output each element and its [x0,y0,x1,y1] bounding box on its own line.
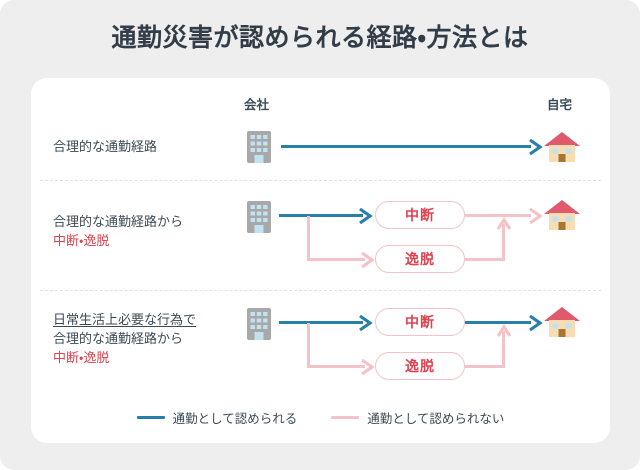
route-line-approved [465,321,531,324]
route-line-approved [279,214,363,217]
arrowhead-up-not-approved [495,216,513,237]
page-title: 通勤災害が認められる経路・方法とは [111,24,529,52]
row-interruption-deviation: 合理的な通勤経路から 中断・逸脱 [31,190,610,290]
merge-line-not-approved [502,224,505,261]
caption-line-underlined: 日常生活上必要な行為で [53,312,197,327]
arrowhead-right-approved [357,206,373,231]
branch-line-not-approved [307,258,365,261]
branch-line-not-approved [307,365,365,368]
house-icon [543,198,581,232]
row-caption: 合理的な通勤経路 [53,137,157,156]
caption-line-accent: 中断・逸脱 [53,233,110,248]
office-building-icon [246,130,272,164]
row-separator [40,180,601,181]
legend-label: 通勤として認められる [172,412,298,426]
node-box-interruption[interactable]: 中断 [375,308,465,336]
legend-item-approved: 通勤として認められる [136,408,298,427]
merge-line-not-approved [465,258,505,261]
arrowhead-right-approved [357,313,373,338]
house-icon [543,305,581,339]
arrowhead-right-approved [527,137,543,162]
route-line-approved [281,145,531,148]
row-caption: 合理的な通勤経路から 中断・逸脱 [53,212,183,250]
arrowhead-right-not-approved [527,206,543,231]
legend-swatch-not-approved [331,416,360,419]
caption-line: 合理的な通勤経路 [53,139,158,154]
arrowhead-up-not-approved [495,323,513,344]
route-line-approved [279,321,363,324]
caption-line: 合理的な通勤経路から [53,214,184,229]
arrowhead-right-approved [527,313,543,338]
column-label-company: 会社 [244,98,270,112]
caption-line: 合理的な通勤経路から [53,331,184,346]
row-reasonable-route: 合理的な通勤経路 [31,112,610,180]
arrowhead-right-not-approved [359,357,375,382]
column-label-home: 自宅 [547,98,573,112]
house-icon [543,130,581,164]
node-box-deviation[interactable]: 逸脱 [375,245,465,273]
branch-line-not-approved [307,216,310,261]
caption-line-accent: 中断・逸脱 [53,350,110,365]
legend: 通勤として認められる 通勤として認められない [31,408,610,427]
arrowhead-right-not-approved [359,250,375,275]
merge-line-not-approved [502,331,505,368]
legend-swatch-approved [136,416,165,419]
node-box-deviation[interactable]: 逸脱 [375,352,465,380]
row-caption: 日常生活上必要な行為で 合理的な通勤経路から 中断・逸脱 [53,310,196,367]
diagram-card: 会社 自宅 合理的な通勤経路 [31,78,610,443]
route-line-not-approved [465,214,531,217]
merge-line-not-approved [465,365,505,368]
row-daily-life-necessity: 日常生活上必要な行為で 合理的な通勤経路から 中断・逸脱 [31,295,610,400]
office-building-icon [246,200,272,234]
legend-item-not-approved: 通勤として認められない [331,408,504,427]
node-box-interruption[interactable]: 中断 [375,201,465,229]
row-separator [40,290,601,291]
legend-label: 通勤として認められない [367,412,505,426]
branch-line-not-approved [307,323,310,368]
office-building-icon [246,307,272,341]
